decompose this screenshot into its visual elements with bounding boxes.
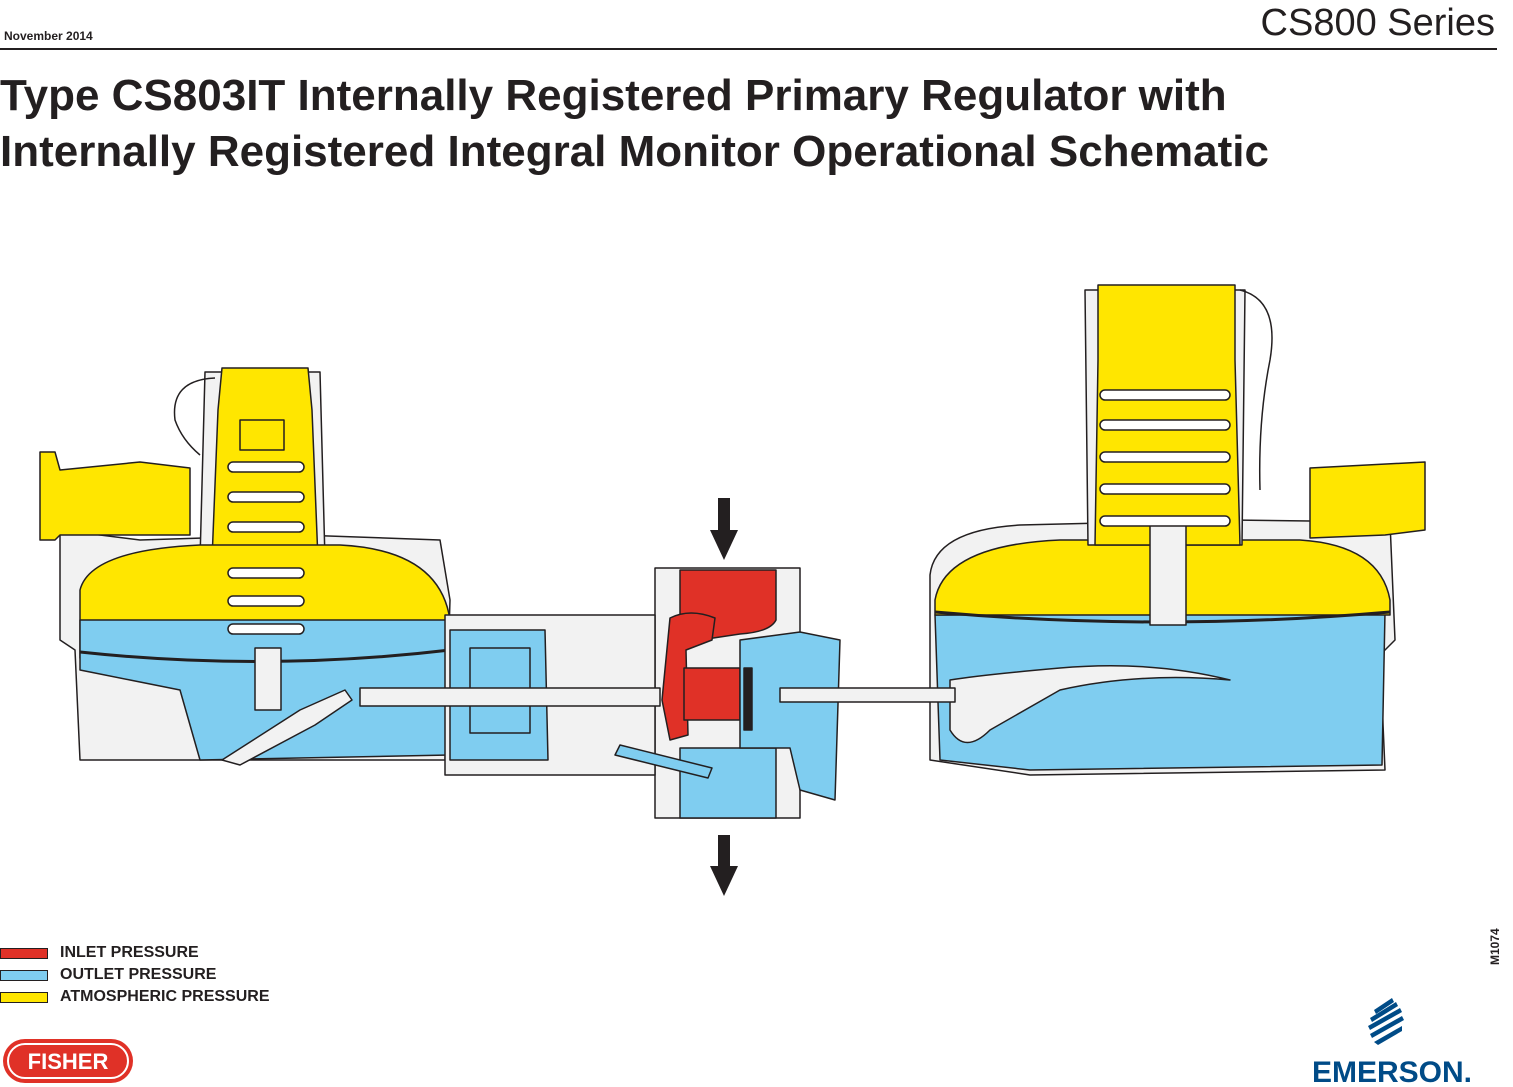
legend-label: OUTLET PRESSURE [60,966,217,983]
primary-spring-adjuster [239,419,285,451]
arrow-down-icon [710,498,738,560]
outlet-pressure-swatch [0,969,48,981]
svg-text:EMERSON.: EMERSON. [1312,1056,1472,1086]
emerson-mark-icon [1368,998,1404,1045]
primary-inlet-stub [39,451,191,541]
legend-item-inlet: INLET PRESSURE [0,942,270,964]
monitor-actuator [779,284,1426,776]
series-name: CS800 Series [1260,2,1495,44]
monitor-valve-stem [1149,519,1187,626]
arrow-down-icon [710,835,738,896]
monitor-inlet-stub [1309,461,1426,539]
legend-label: ATMOSPHERIC PRESSURE [60,988,270,1005]
primary-vent-line [173,377,216,456]
title-line-1: Type CS803IT Internally Registered Prima… [0,71,1227,120]
primary-actuator [39,367,451,766]
pressure-legend: INLET PRESSURE OUTLET PRESSURE ATMOSPHER… [0,942,270,1008]
monitor-spring-coils [1099,389,1231,527]
monitor-lever [949,664,1231,744]
inlet-pressure-seat [683,667,741,721]
emerson-logo: EMERSON. [1312,998,1472,1086]
drawing-number: M1074 [1488,928,1502,965]
title-line-2: Internally Registered Integral Monitor O… [0,127,1269,176]
primary-valve-stem [254,647,282,711]
monitor-push-rod [779,687,956,703]
header-divider [0,48,1497,50]
outlet-pressure-port [679,747,777,819]
primary-spring-coils [227,461,305,635]
legend-label: INLET PRESSURE [60,944,199,961]
primary-linkage [359,614,713,779]
svg-text:FISHER: FISHER [28,1049,109,1074]
page-title: Type CS803IT Internally Registered Prima… [0,68,1513,180]
inlet-pressure-disk [661,612,716,741]
primary-lever [221,689,353,766]
outlet-sense-tube [614,744,713,779]
publication-date: November 2014 [4,29,93,43]
valve-body [654,567,841,819]
legend-item-outlet: OUTLET PRESSURE [0,964,270,986]
atmospheric-pressure-swatch [0,991,48,1003]
orifice-disc [743,667,753,731]
legend-item-atmospheric: ATMOSPHERIC PRESSURE [0,986,270,1008]
monitor-spring-chamber [1094,284,1241,546]
inlet-pressure-swatch [0,947,48,959]
outlet-pressure-throat [739,631,841,801]
flow-arrows [710,498,738,896]
regulator-schematic [39,284,1426,896]
primary-push-rod [359,687,661,707]
fisher-logo: FISHER [3,1039,133,1083]
monitor-vent-line [1239,289,1273,491]
